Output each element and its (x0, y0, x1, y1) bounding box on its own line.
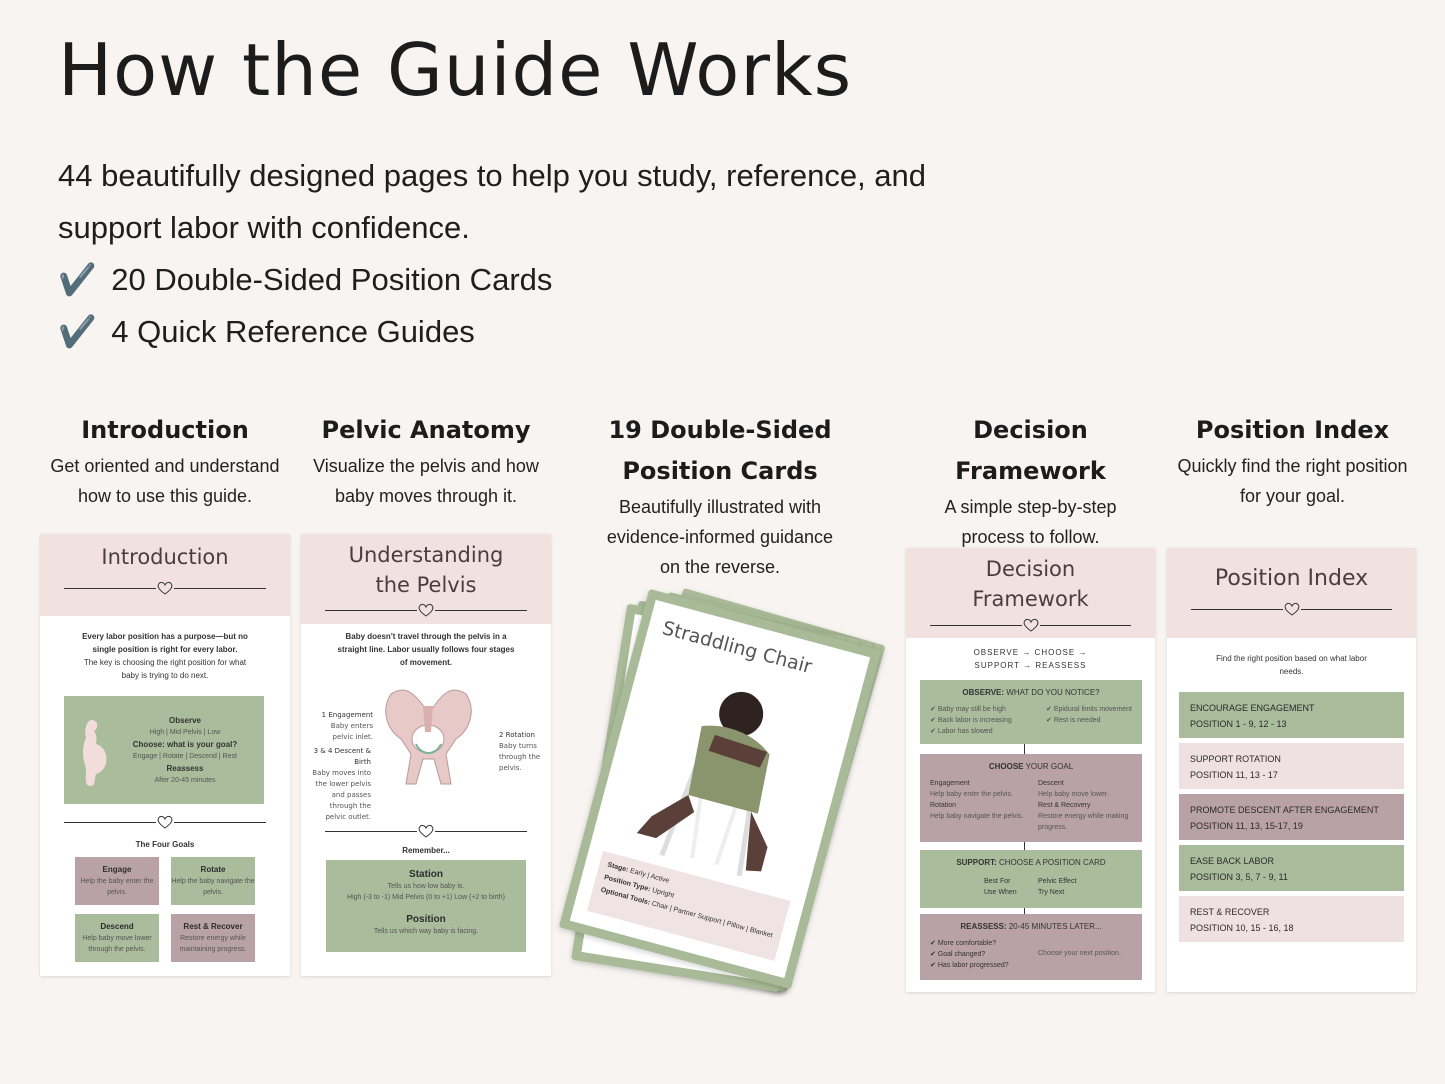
arrow-connector (1024, 908, 1025, 916)
support-box: SUPPORT: CHOOSE A POSITION CARD Best For… (920, 850, 1142, 908)
framework-summary-box: Observe High | Mid Pelvis | Low Choose: … (64, 696, 264, 804)
pregnant-silhouette-icon (83, 720, 107, 786)
reassess-box: REASSESS: 20-45 MINUTES LATER... ✔ More … (920, 914, 1142, 980)
station-position-box: Station Tells us how low baby is. High (… (326, 860, 526, 952)
flow-summary: OBSERVE → CHOOSE → SUPPORT → REASSESS (973, 648, 1088, 670)
check-icon: ✔️ (58, 314, 97, 349)
straddling-chair-illustration (636, 691, 770, 877)
page-header: Decision Framework (906, 548, 1155, 638)
observe-box: OBSERVE: WHAT DO YOU NOTICE? ✔ Baby may … (920, 680, 1142, 744)
heart-icon (156, 814, 174, 830)
index-intro: Find the right position based on what la… (1216, 654, 1367, 676)
column-desc: Quickly find the right position (1177, 456, 1408, 476)
column-title: Position Cards (622, 457, 818, 485)
page-heading: Decision (985, 557, 1076, 581)
checklist-item-2: ✔️ 4 Quick Reference Guides (58, 314, 475, 349)
column-desc: process to follow. (961, 527, 1100, 547)
intro-text: 44 beautifully designed pages to help yo… (58, 150, 926, 358)
page-heading: Framework (972, 587, 1089, 611)
page-heading: Position Index (1214, 566, 1369, 591)
decision-framework-page-preview: Decision Framework OBSERVE → CHOOSE → SU… (906, 548, 1155, 992)
column-title: Introduction (81, 416, 249, 444)
page-heading: Understanding (348, 543, 504, 567)
introduction-page-preview: Introduction Every labor position has a … (40, 534, 290, 976)
pelvis-paragraph: Baby doesn't travel through the pelvis i… (337, 632, 515, 667)
intro-line-2: support labor with confidence. (58, 210, 470, 245)
pelvis-page-preview: Understanding the Pelvis Baby doesn't tr… (301, 534, 551, 976)
heart-icon (1021, 617, 1040, 633)
column-desc: A simple step-by-step (944, 497, 1117, 517)
heart-icon (417, 602, 435, 618)
remember-label: Remember... (402, 846, 450, 855)
column-desc: on the reverse. (659, 557, 781, 577)
arrow-connector (1024, 744, 1025, 754)
intro-line-1: 44 beautifully designed pages to help yo… (58, 158, 927, 193)
check-icon: ✔️ (58, 262, 97, 297)
column-decision-framework: Decision Framework A simple step-by-step… (898, 410, 1163, 552)
heart-icon (156, 580, 174, 596)
column-title: Decision Framework (955, 416, 1106, 485)
heart-icon (1282, 601, 1301, 617)
page-header: Understanding the Pelvis (301, 534, 551, 624)
column-title: 19 Double-Sided (608, 416, 832, 444)
arrow-connector (1024, 842, 1025, 850)
page-header: Position Index (1167, 548, 1416, 638)
choose-box: CHOOSE YOUR GOAL Engagement Help baby en… (920, 754, 1142, 842)
position-card-stack: llow Straddling Chair Stage: Early | Act… (558, 588, 900, 1010)
heart-icon (417, 823, 435, 839)
column-desc: Visualize the pelvis and how (313, 456, 539, 476)
column-introduction: Introduction Get oriented and understand… (40, 410, 290, 511)
column-title: Pelvic Anatomy (321, 416, 531, 444)
position-card-front: Straddling Chair Stage: Early | Active P… (558, 588, 882, 990)
page-title: How the Guide Works (58, 28, 853, 112)
column-desc: Get oriented and understand (50, 456, 280, 476)
column-desc: how to use this guide. (77, 486, 253, 506)
position-index-page-preview: Position Index Find the right position b… (1167, 548, 1416, 992)
column-pelvic-anatomy: Pelvic Anatomy Visualize the pelvis and … (301, 410, 551, 511)
column-desc: baby moves through it. (334, 486, 518, 506)
page-heading: the Pelvis (375, 573, 477, 597)
goals-title: The Four Goals (135, 840, 195, 849)
page-header: Introduction (40, 534, 290, 616)
pelvis-illustration (385, 689, 472, 785)
column-desc: evidence-informed guidance (606, 527, 834, 547)
page-heading: Introduction (101, 545, 229, 569)
column-desc: Beautifully illustrated with (618, 497, 822, 517)
column-title: Position Index (1195, 416, 1390, 444)
checklist-item-1: ✔️ 20 Double-Sided Position Cards (58, 262, 553, 297)
column-position-index: Position Index Quickly find the right po… (1165, 410, 1420, 511)
column-position-cards: 19 Double-Sided Position Cards Beautiful… (580, 410, 860, 582)
column-desc: for your goal. (1239, 486, 1346, 506)
intro-paragraph: Every labor position has a purpose—but n… (82, 632, 248, 680)
